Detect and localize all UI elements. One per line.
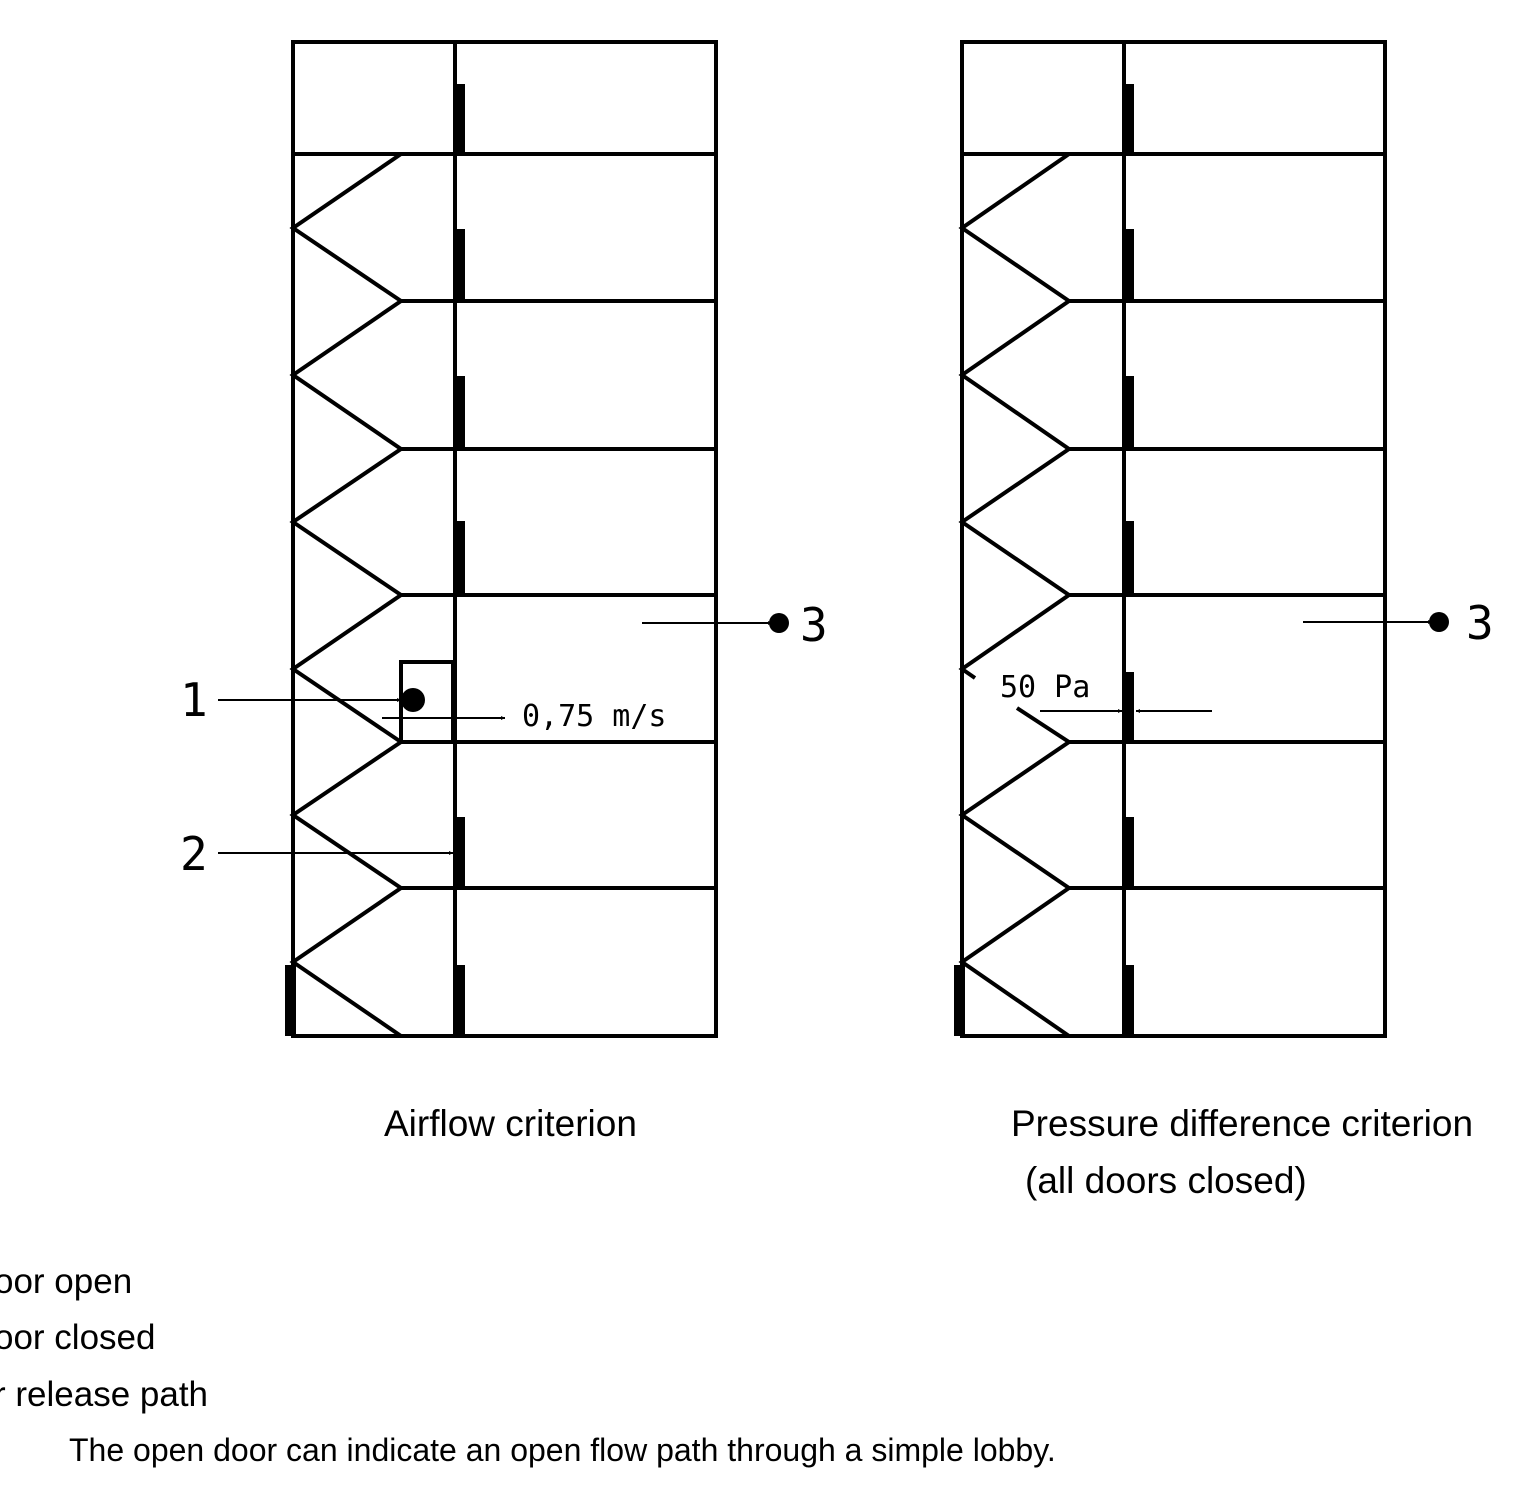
callout-1-label: 1 bbox=[180, 673, 208, 727]
pressure-building-section bbox=[958, 40, 1387, 1038]
callout-3-label: 3 bbox=[800, 598, 828, 652]
pressure-label: 50 Pa bbox=[1000, 670, 1090, 705]
closed-door bbox=[455, 376, 465, 449]
open-door-opening bbox=[399, 660, 455, 742]
air-release-point bbox=[1429, 612, 1449, 632]
building-outline bbox=[960, 40, 1387, 1038]
building-outline bbox=[291, 40, 718, 1038]
closed-door bbox=[1124, 84, 1134, 154]
airflow-building-section bbox=[289, 40, 718, 1038]
closed-door bbox=[1124, 521, 1134, 595]
closed-door bbox=[455, 817, 465, 888]
airflow-caption: Airflow criterion bbox=[384, 1103, 637, 1144]
right-arrows bbox=[1040, 620, 1432, 713]
callout-2-label: 2 bbox=[180, 827, 208, 881]
stair-flights-lower bbox=[958, 706, 1073, 1038]
closed-door bbox=[1124, 229, 1134, 301]
closed-door bbox=[1124, 672, 1134, 742]
pressure-caption-line1: Pressure difference criterion bbox=[1011, 1103, 1474, 1144]
closed-doors-right bbox=[954, 84, 1134, 1036]
stair-flights bbox=[289, 152, 405, 1038]
legend-item-3: r release path bbox=[0, 1375, 209, 1414]
legend-item-1: oor open bbox=[0, 1262, 133, 1301]
pressure-caption-line2: (all doors closed) bbox=[1025, 1160, 1307, 1201]
stair-flights-upper bbox=[958, 152, 1073, 680]
closed-door bbox=[455, 965, 465, 1036]
velocity-label: 0,75 m/s bbox=[522, 699, 667, 734]
callout-3-label: 3 bbox=[1466, 596, 1494, 650]
closed-door bbox=[455, 84, 465, 154]
exit-door bbox=[954, 965, 965, 1036]
closed-door bbox=[1124, 965, 1134, 1036]
exit-door bbox=[285, 965, 296, 1036]
left-arrows bbox=[218, 621, 772, 855]
closed-door bbox=[1124, 376, 1134, 449]
closed-door bbox=[455, 521, 465, 595]
legend-item-2: oor closed bbox=[0, 1318, 156, 1357]
measurement-point bbox=[401, 688, 425, 712]
closed-doors-left bbox=[285, 84, 465, 1036]
closed-door bbox=[1124, 817, 1134, 888]
figure-note: The open door can indicate an open flow … bbox=[69, 1432, 1056, 1468]
closed-door bbox=[455, 229, 465, 301]
air-release-point bbox=[769, 613, 789, 633]
